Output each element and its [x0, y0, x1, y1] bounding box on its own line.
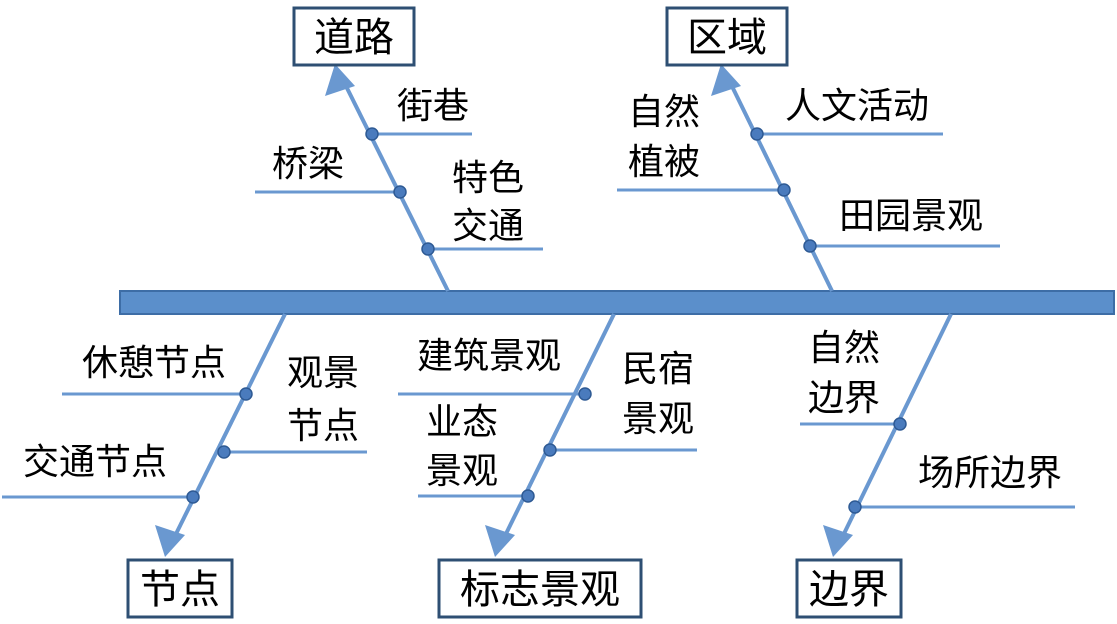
node-arrowhead: [155, 525, 185, 557]
node-cause-xiuqi: 休憩节点: [82, 343, 226, 384]
edge-arrowhead: [823, 525, 853, 557]
area-box: [665, 6, 789, 67]
node-dot-2: [217, 445, 231, 459]
area-main-branch: [724, 73, 834, 292]
landmark-arrowhead: [485, 525, 515, 557]
landmark-title: 标志景观: [460, 567, 620, 613]
edge-box: [795, 558, 903, 619]
edge-cause-bianjie: 边界: [808, 378, 880, 419]
main-spine: [119, 290, 1115, 315]
edge-title: 边界: [809, 567, 889, 613]
edge-dot-2: [848, 500, 862, 514]
landmark-cause-yetai-jingguan: 景观: [426, 451, 498, 492]
road-dot-2: [393, 185, 407, 199]
area-title: 区域: [687, 15, 767, 61]
edge-cause-ziran: 自然: [808, 328, 880, 369]
road-cause-qiaoliang: 桥梁: [272, 144, 344, 185]
road-dot-1: [365, 127, 379, 141]
node-cause-jiaotong: 交通节点: [23, 442, 167, 483]
node-main-branch: [168, 313, 287, 547]
landmark-box: [437, 558, 643, 619]
area-cause-ziran: 自然: [628, 92, 700, 133]
node-cause-jiedian: 节点: [287, 406, 359, 447]
node-box: [126, 558, 234, 619]
area-cause-tianyuan: 田园景观: [839, 196, 983, 237]
area-arrowhead: [711, 64, 741, 96]
area-dot-2: [777, 183, 791, 197]
landmark-dot-3: [521, 489, 535, 503]
landmark-cause-minsu: 民宿: [622, 349, 694, 390]
edge-dot-1: [893, 417, 907, 431]
road-dot-3: [421, 242, 435, 256]
road-title: 道路: [314, 15, 394, 61]
area-dot-1: [750, 127, 764, 141]
road-arrowhead: [325, 64, 355, 96]
landmark-cause-jianzhu: 建筑景观: [417, 336, 561, 377]
area-cause-renwen: 人文活动: [785, 86, 929, 127]
road-box: [292, 6, 416, 67]
node-title: 节点: [140, 567, 220, 613]
node-dot-3: [186, 490, 200, 504]
node-cause-guanjing: 观景: [287, 353, 359, 394]
landmark-cause-minsu-jingguan: 景观: [622, 399, 694, 440]
landmark-cause-yetai: 业态: [426, 402, 498, 443]
area-cause-zhibei: 植被: [628, 142, 700, 183]
road-cause-jiaotong: 交通: [452, 206, 524, 247]
node-dot-1: [239, 387, 253, 401]
landmark-dot-1: [578, 387, 592, 401]
area-dot-3: [803, 239, 817, 253]
road-cause-tese: 特色: [452, 158, 524, 199]
edge-cause-changsuo: 场所边界: [918, 453, 1062, 494]
landmark-dot-2: [543, 443, 557, 457]
road-cause-jiexiang: 街巷: [397, 86, 469, 127]
landmark-main-branch: [498, 313, 616, 547]
